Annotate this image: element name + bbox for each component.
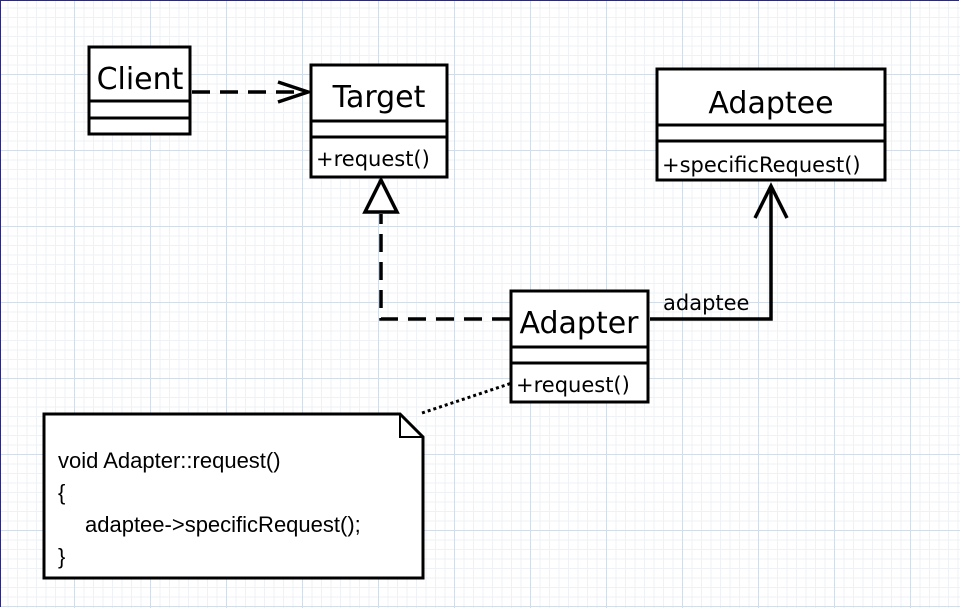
class-adapter-name: Adapter [519, 306, 639, 341]
dependency-client-target [192, 80, 314, 104]
class-client-name: Client [97, 62, 184, 97]
class-target[interactable]: Target +request() [309, 63, 449, 179]
note-line: } [58, 544, 65, 569]
class-target-operation: +request() [316, 147, 430, 171]
realization-adapter-target [362, 176, 510, 321]
class-target-name: Target [332, 80, 426, 115]
association-adapter-adaptee: adaptee [650, 182, 789, 321]
class-adapter[interactable]: Adapter +request() [509, 289, 650, 404]
note[interactable]: void Adapter::request() { adaptee->speci… [42, 412, 425, 580]
note-anchor-line [421, 381, 513, 415]
class-adaptee[interactable]: Adaptee +specificRequest() [655, 67, 887, 182]
note-line: { [58, 480, 65, 505]
class-adapter-operation: +request() [516, 373, 630, 397]
class-adaptee-operation: +specificRequest() [662, 153, 861, 177]
association-label: adaptee [663, 291, 749, 315]
class-client[interactable]: Client [87, 45, 192, 136]
note-line: adaptee->specificRequest(); [85, 512, 361, 537]
class-adaptee-name: Adaptee [708, 86, 833, 121]
note-line: void Adapter::request() [58, 448, 281, 473]
